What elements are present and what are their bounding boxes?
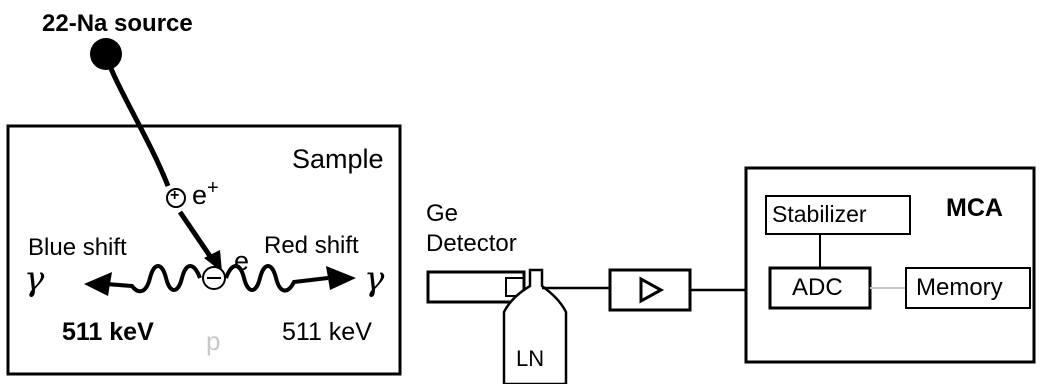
electron-label: e	[234, 246, 250, 276]
gamma-left: γ	[24, 259, 45, 299]
arrowhead-left-icon	[84, 272, 112, 296]
sodium-source-ball	[90, 38, 122, 70]
positron-label: e+	[192, 177, 219, 210]
sample-title: Sample	[292, 144, 384, 174]
detector-label: Detector	[426, 230, 517, 257]
ge-label: Ge	[426, 200, 459, 227]
memory-box	[905, 267, 1031, 309]
stabilizer-label: Stabilizer	[772, 201, 867, 227]
blue-shift-label: Blue shift	[28, 234, 127, 261]
right-photon-wave	[224, 264, 329, 293]
amplifier-box	[608, 268, 692, 312]
mca-title: MCA	[946, 194, 1003, 222]
positron-to-electron-arrow	[177, 210, 217, 264]
stabilizer-box	[765, 195, 911, 235]
sample-box	[6, 124, 402, 376]
adc-box	[768, 266, 872, 310]
memory-label: Memory	[916, 274, 1003, 301]
adc-label: ADC	[792, 274, 843, 301]
left-photon-wave	[105, 264, 202, 294]
triangle-icon	[639, 276, 665, 304]
dewar-label: LN	[516, 346, 545, 371]
gamma-right: γ	[364, 259, 385, 299]
energy-left: 511 keV	[62, 318, 154, 346]
p-label: p	[206, 326, 221, 356]
source-label: 22-Na source	[42, 10, 193, 37]
positron-plus: +	[170, 187, 180, 204]
mca-box	[744, 166, 1036, 364]
red-shift-label: Red shift	[264, 232, 359, 259]
positron-track	[103, 55, 171, 187]
arrowhead-right-icon	[326, 266, 356, 290]
energy-right: 511 keV	[282, 318, 372, 346]
positron-icon	[166, 188, 186, 208]
arrowhead-down-icon	[204, 250, 222, 272]
ge-detector	[426, 270, 526, 304]
